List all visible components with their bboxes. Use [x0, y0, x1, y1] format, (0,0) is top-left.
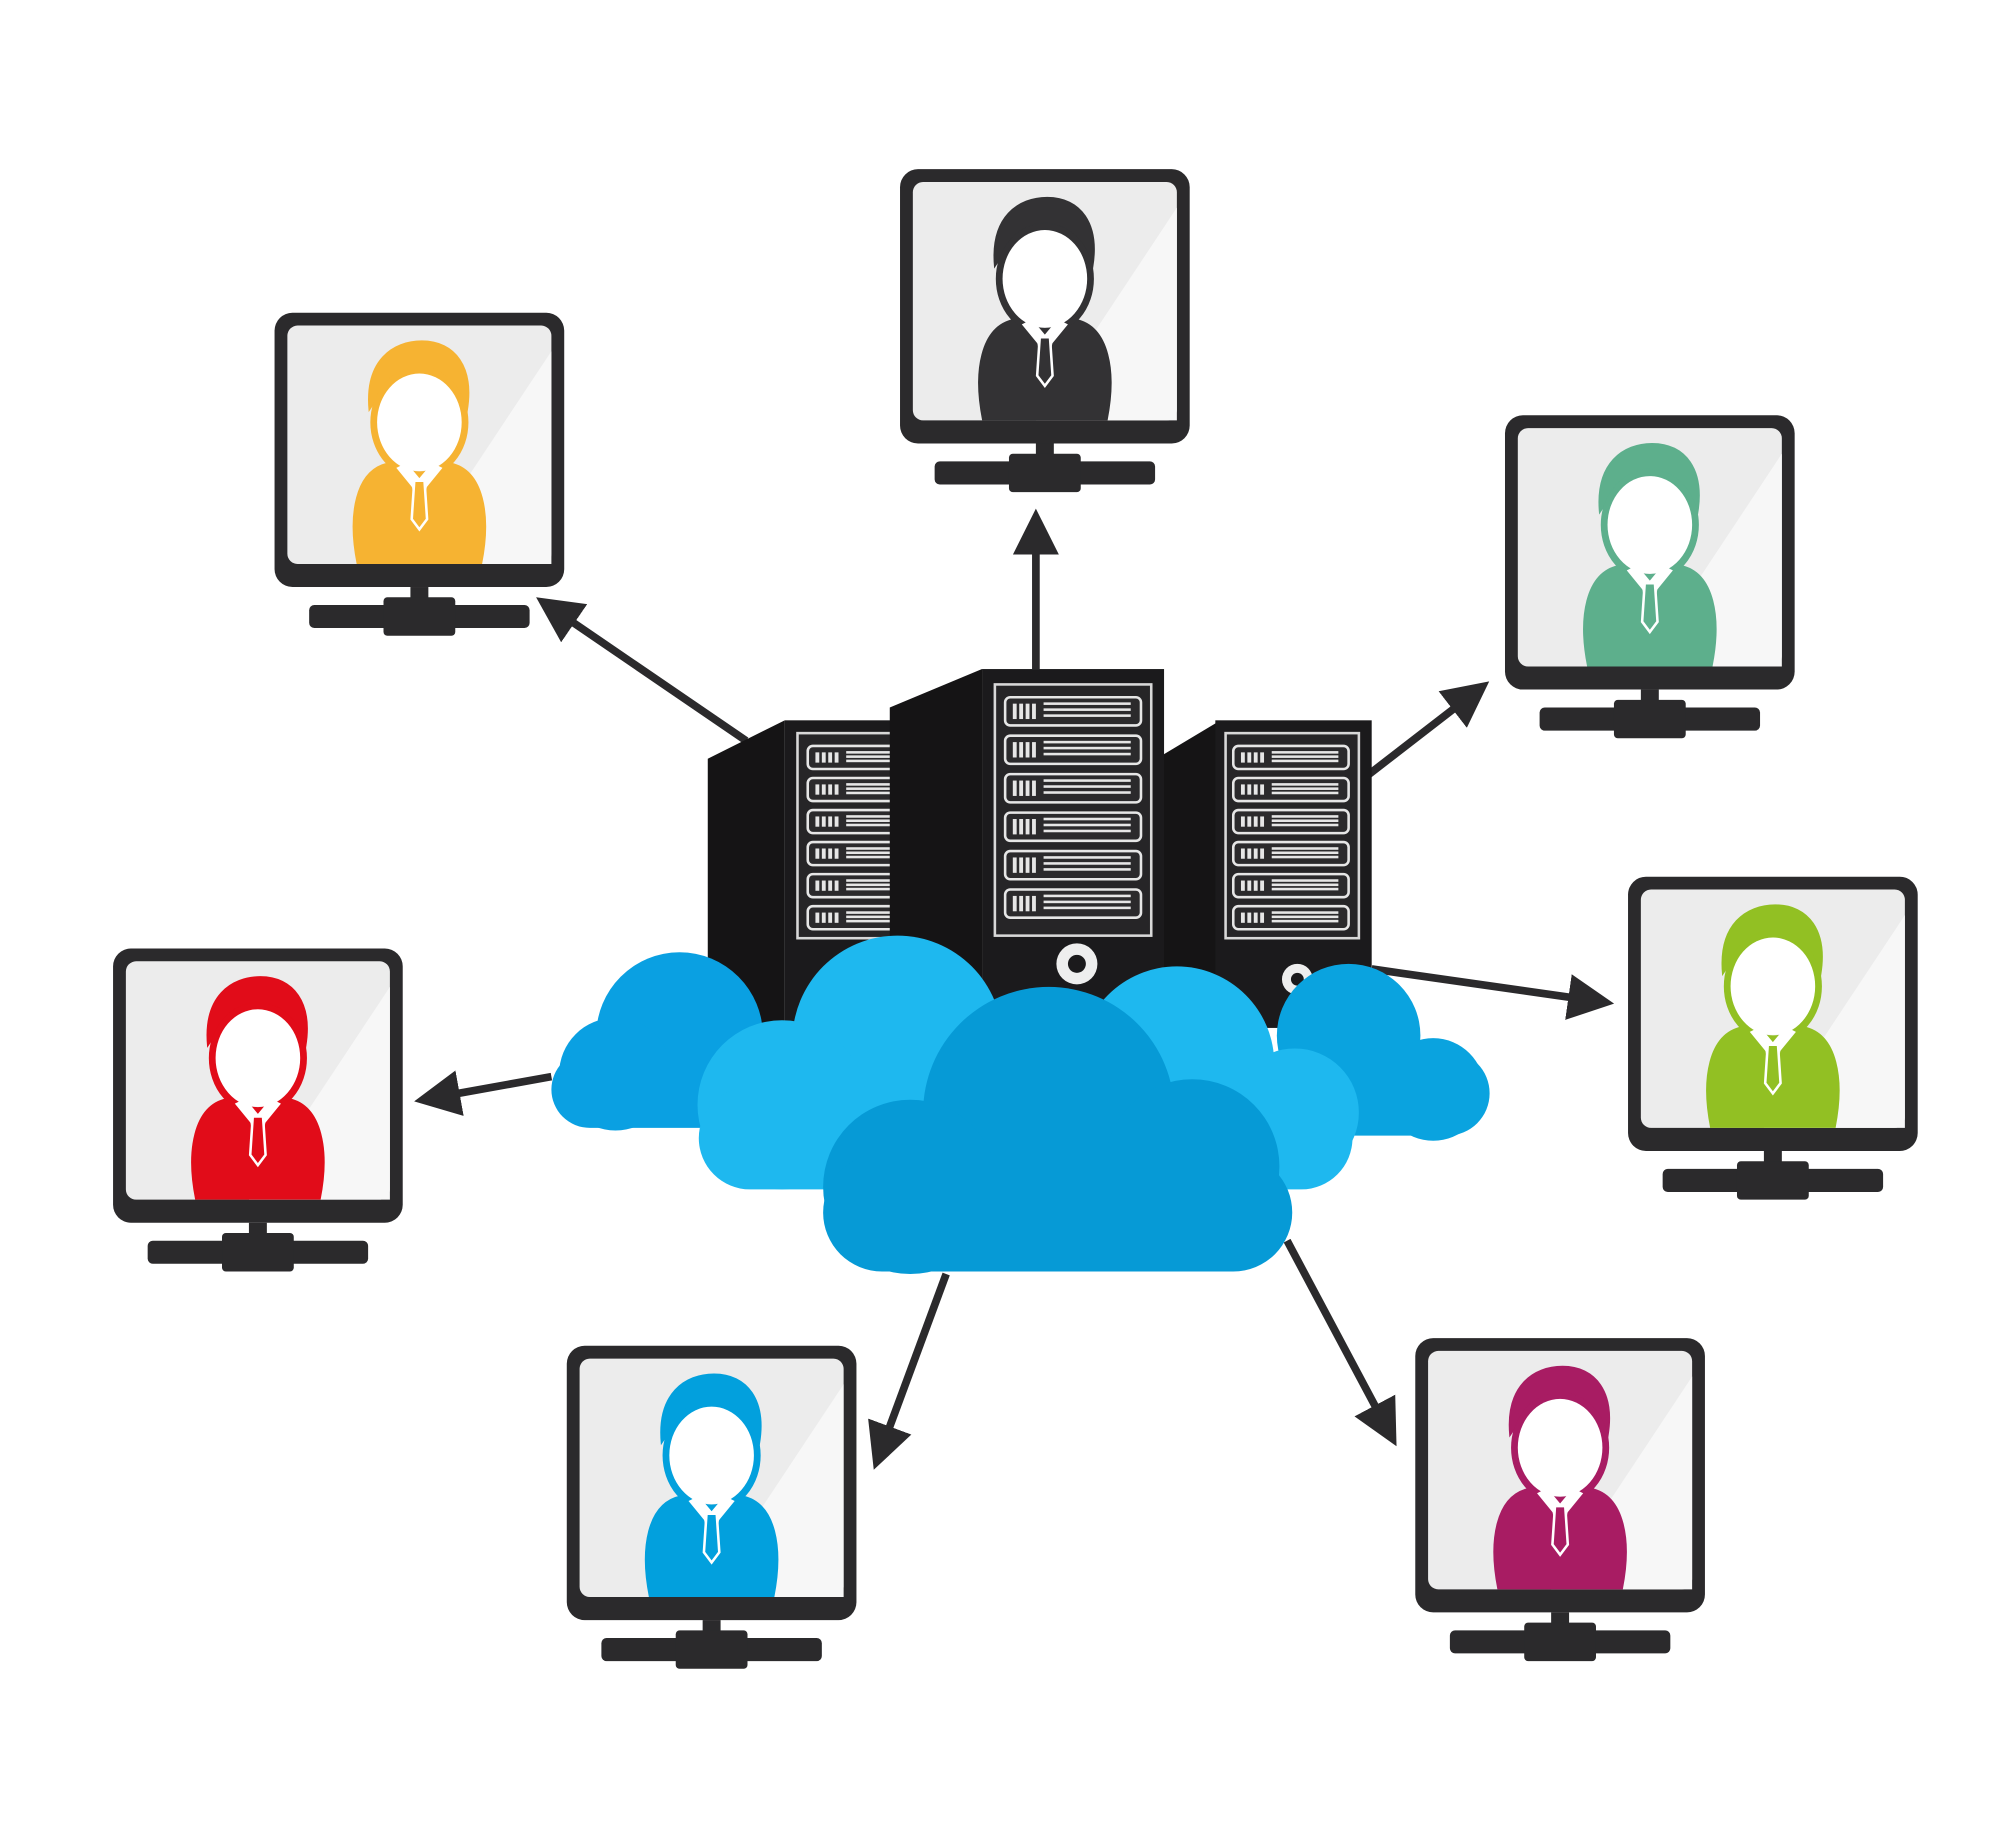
connection-edges: [414, 508, 1615, 1470]
edge-to-bottom-right: [1283, 1238, 1397, 1447]
user-face: [215, 1009, 301, 1107]
edge-to-upper-right: [1366, 681, 1490, 778]
edge-to-bottom-left: [868, 1272, 950, 1470]
tie: [1035, 335, 1054, 388]
user-face: [1607, 476, 1693, 574]
client-monitor-left: [113, 948, 403, 1272]
tie: [702, 1512, 721, 1565]
cloud: [551, 935, 1490, 1275]
server-slot: [1003, 888, 1143, 919]
client-monitor-bottom-right: [1415, 1338, 1705, 1662]
server-slot: [1003, 811, 1143, 843]
server-slot: [1003, 734, 1143, 766]
shirt-collar: [234, 1098, 281, 1132]
tie: [410, 479, 429, 532]
client-monitor-upper-left: [274, 312, 565, 636]
user-face: [1002, 230, 1088, 328]
edge-to-right: [1371, 965, 1615, 1020]
tie: [248, 1115, 267, 1168]
user-face: [377, 373, 462, 471]
server-slot: [1003, 695, 1143, 727]
tie: [1763, 1043, 1782, 1096]
server-slot: [1003, 849, 1143, 881]
tie: [1640, 581, 1659, 635]
client-monitor-bottom-left: [566, 1345, 857, 1669]
shirt-collar: [396, 462, 443, 497]
right-server-rack: [1156, 720, 1372, 1028]
server-slot: [1003, 772, 1143, 804]
tie: [1551, 1504, 1570, 1557]
center-server-rack: [889, 669, 1165, 1028]
client-monitor-top: [900, 169, 1190, 493]
cloud-front: [823, 986, 1293, 1275]
shirt-collar: [1021, 319, 1068, 353]
client-monitor-upper-right: [1504, 415, 1795, 739]
client-monitor-right: [1628, 876, 1918, 1200]
edge-to-left: [414, 1070, 553, 1116]
client-nodes: [113, 169, 1918, 1669]
user-face: [1730, 937, 1816, 1035]
shirt-collar: [688, 1495, 735, 1530]
user-face: [1517, 1398, 1603, 1497]
edge-to-upper-left: [536, 597, 749, 745]
shirt-collar: [1537, 1488, 1584, 1522]
user-face: [669, 1406, 754, 1505]
server-cluster: [707, 669, 1372, 1028]
shirt-collar: [1749, 1026, 1796, 1061]
